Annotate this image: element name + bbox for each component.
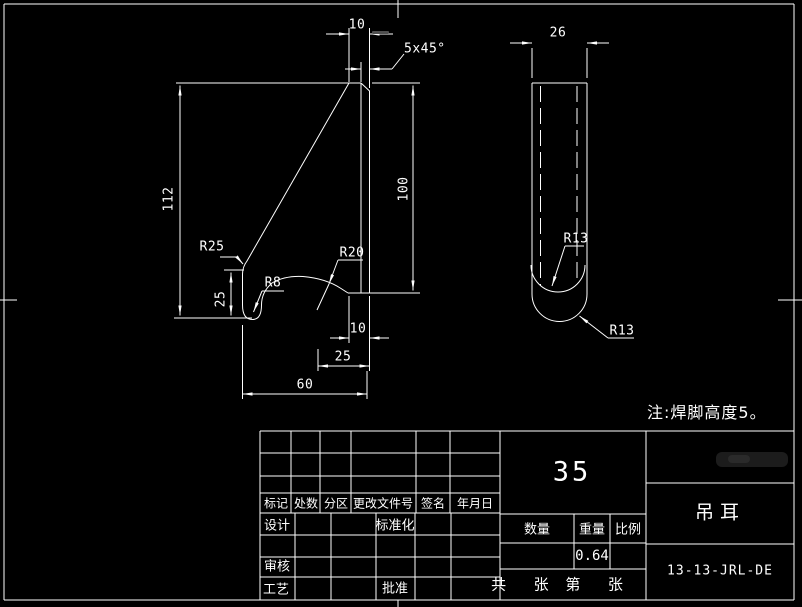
tb-header-zone: 分区 [323,496,349,511]
radius-r20: R20 [339,245,365,261]
tb-header-doc-no: 更改文件号 [352,496,414,511]
title-block-grid [259,430,794,600]
redacted-logo-smudge-2 [728,455,750,463]
tb-scale-label: 比例 [614,522,642,538]
dim-hook-depth: 25 [213,290,229,308]
tb-weight-value: 0.64 [575,548,609,564]
radius-r13-inner: R13 [563,231,589,247]
tb-header-sign: 签名 [420,496,446,511]
tb-header-mark: 标记 [263,496,289,511]
radius-r25: R25 [199,239,225,255]
dim-inner-height: 100 [396,176,412,202]
dim-top-width: 10 [348,17,366,33]
top-artifact-dash [372,31,389,34]
tb-check: 审核 [263,559,291,575]
dim-tab-width: 10 [349,321,367,337]
dim-base-width: 60 [296,377,314,393]
tb-process: 工艺 [262,582,290,598]
tb-weight-label: 重量 [578,522,606,538]
redacted-logo-smudge [716,452,788,467]
dim-chamfer: 5x45° [404,41,446,57]
radius-r13-outer: R13 [609,323,635,339]
tb-header-count: 处数 [293,496,319,511]
tb-drawing-number: 13-13-JRL-DE [667,563,773,579]
tb-qty-label: 数量 [523,522,551,538]
weld-note: 注:焊脚高度5。 [647,403,767,422]
tb-standardization: 标准化 [375,518,415,534]
tb-part-name: 吊耳 [694,501,746,524]
dim-tab-offset: 25 [334,349,352,365]
dim-side-width: 26 [549,25,567,41]
tb-header-date: 年月日 [456,496,494,511]
dim-height: 112 [161,186,177,212]
front-view [174,28,420,399]
radius-r8: R8 [264,275,282,291]
tb-design: 设计 [263,518,291,534]
tb-material: 35 [552,456,592,488]
tb-sheet-info: 共 张 第 张 [491,575,629,594]
side-view [510,41,634,339]
tb-approve: 批准 [381,581,409,597]
